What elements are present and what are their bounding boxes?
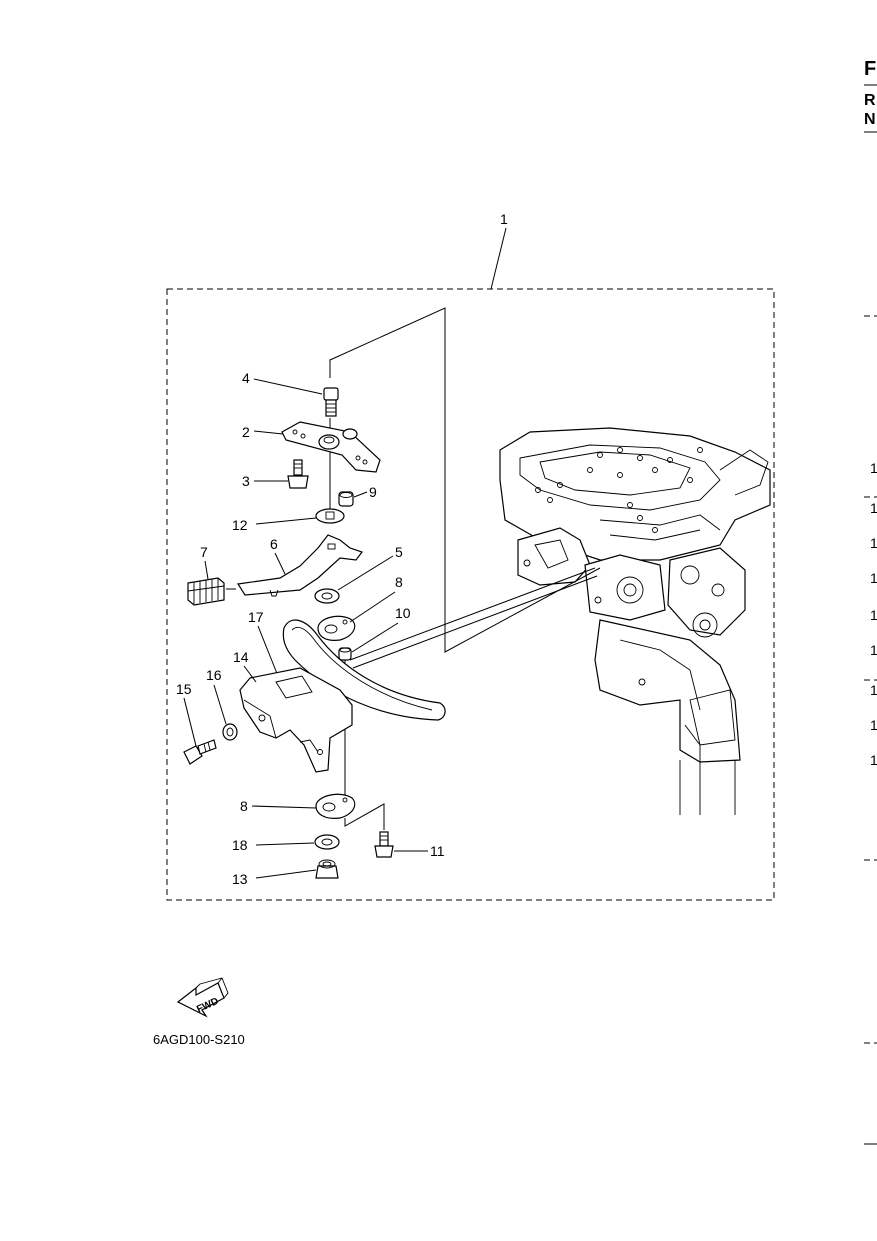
leader-line xyxy=(213,684,227,725)
edge-header-r: R xyxy=(864,92,876,109)
leader-line xyxy=(337,555,394,591)
callout-2: 2 xyxy=(242,424,250,440)
callout-7: 7 xyxy=(200,544,208,560)
edge-header-f: F xyxy=(864,58,876,80)
callout-8-lower: 8 xyxy=(240,798,248,814)
part-16-washer xyxy=(222,723,238,741)
edge-digit: 1 xyxy=(870,535,877,551)
fwd-arrow-icon: FWD xyxy=(176,977,229,1018)
leader-line xyxy=(251,805,317,809)
edge-digit: 1 xyxy=(870,642,877,658)
part-12-washer xyxy=(315,508,345,524)
part-13-nut xyxy=(315,859,339,879)
part-6-lever xyxy=(236,534,363,597)
callout-4: 4 xyxy=(242,370,250,386)
part-4-bolt xyxy=(323,387,339,417)
callout-1: 1 xyxy=(500,211,508,227)
edge-digit: 1 xyxy=(870,500,877,516)
callout-3: 3 xyxy=(242,473,250,489)
edge-digit: 1 xyxy=(870,570,877,586)
part-14-bracket xyxy=(239,667,353,773)
part-5-washer xyxy=(314,588,340,604)
leader-line xyxy=(274,552,286,575)
leader-line xyxy=(255,517,317,525)
leader-line xyxy=(253,430,284,435)
leader-line xyxy=(329,307,601,653)
callout-10: 10 xyxy=(395,605,411,621)
part-8-cam-lower xyxy=(315,793,356,819)
callout-14: 14 xyxy=(233,649,249,665)
part-7-grip xyxy=(187,577,225,606)
leader-line xyxy=(183,697,197,747)
leader-line xyxy=(353,491,368,498)
leader-line xyxy=(349,591,396,623)
callout-8: 8 xyxy=(395,574,403,590)
edge-digit: 1 xyxy=(870,460,877,476)
callout-15: 15 xyxy=(176,681,192,697)
part-15-bolt xyxy=(183,739,217,765)
leader-line xyxy=(349,567,596,661)
edge-digit: 1 xyxy=(870,607,877,623)
leader-line xyxy=(257,625,279,677)
leader-line xyxy=(204,560,209,580)
leader-line xyxy=(255,842,315,846)
part-3-bolt xyxy=(287,459,309,489)
part-18-washer xyxy=(314,834,340,850)
part-11-bolt xyxy=(374,831,394,858)
callout-16: 16 xyxy=(206,667,222,683)
part-8-cam xyxy=(317,615,356,641)
leader-line xyxy=(344,803,385,830)
callout-12: 12 xyxy=(232,517,248,533)
edge-digit: 1 xyxy=(870,682,877,698)
assembly-boundary xyxy=(166,288,775,901)
leader-line xyxy=(243,665,257,683)
part-17-arc-plate xyxy=(282,619,446,721)
edge-digit: 1 xyxy=(870,717,877,733)
edge-header-n: N xyxy=(864,111,876,128)
callout-13: 13 xyxy=(232,871,248,887)
callout-9: 9 xyxy=(369,484,377,500)
leader-line xyxy=(351,622,399,653)
callout-5: 5 xyxy=(395,544,403,560)
callout-18: 18 xyxy=(232,837,248,853)
part-10-collar xyxy=(338,647,352,661)
callout-6: 6 xyxy=(270,536,278,552)
callout-17: 17 xyxy=(248,609,264,625)
leader-line xyxy=(490,227,507,290)
part-2-plate xyxy=(281,421,381,473)
part-9-collar xyxy=(338,491,354,507)
bracket-housing xyxy=(499,427,771,815)
callout-11: 11 xyxy=(430,843,445,859)
leader-line xyxy=(255,869,317,879)
edge-digit: 1 xyxy=(870,752,877,768)
leader-line xyxy=(253,378,323,395)
drawing-code: 6AGD100-S210 xyxy=(153,1032,245,1047)
